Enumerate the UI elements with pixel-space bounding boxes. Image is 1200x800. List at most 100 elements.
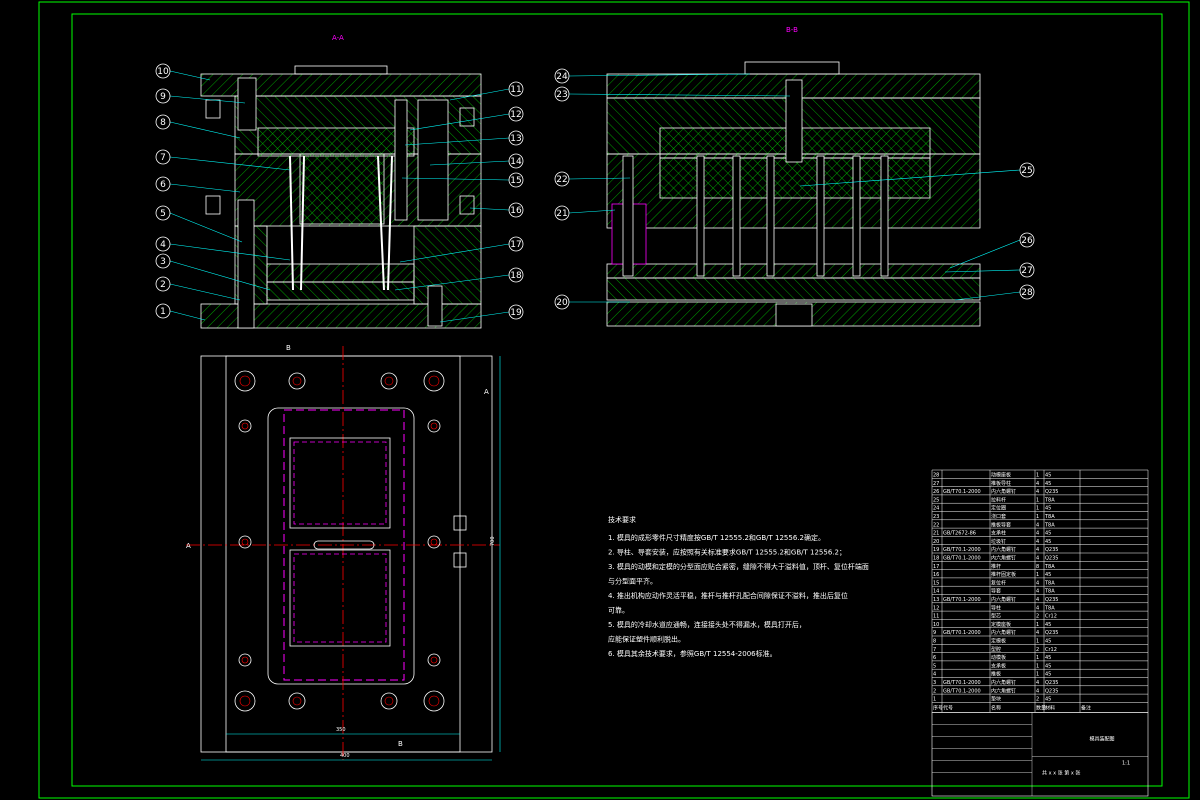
table-cell: 4 [1036, 605, 1039, 611]
callout-number: 14 [510, 157, 522, 167]
callout-balloon [508, 267, 524, 283]
b-ejector-pins [622, 155, 889, 277]
table-cell: GB/T70.1-2000 [943, 547, 981, 553]
reset-pin [394, 99, 408, 221]
table-cell: 内六角螺钉 [991, 629, 1016, 636]
cooling-nipple-3 [459, 107, 475, 127]
plan-nipple-1 [453, 515, 467, 531]
table-cell: 推板导柱 [991, 480, 1011, 487]
ejector-pin-2 [300, 155, 305, 291]
table-cell: 45 [1045, 639, 1051, 645]
table-cell: GB/T70.1-2000 [943, 680, 981, 686]
table-cell: 17 [933, 564, 939, 570]
plan-hole-inner [241, 538, 249, 546]
callout-leader [799, 169, 1021, 187]
table-cell: 动模板 [991, 654, 1006, 661]
callout-number: 21 [556, 209, 567, 219]
table-cell: 内六角螺钉 [991, 555, 1016, 562]
callout-leader [568, 73, 751, 77]
table-cell: Q235 [1045, 688, 1058, 694]
table-cell: 1 [1036, 672, 1039, 678]
tech-note-line: 与分型面平齐。 [608, 577, 657, 586]
table-header-cell: 序号 [933, 704, 943, 711]
callout-number: 23 [556, 90, 567, 100]
callout-balloon [155, 276, 171, 292]
plan-hole [238, 653, 252, 667]
table-cell: 11 [933, 614, 939, 620]
table-cell: 4 [1036, 680, 1039, 686]
table-cell: 推杆 [991, 563, 1001, 570]
table-cell: T8A [1044, 522, 1055, 528]
callout-number: 17 [510, 240, 521, 250]
table-cell: 推杆固定板 [991, 571, 1016, 578]
callout-number: 9 [160, 92, 166, 102]
plan-cavity [289, 437, 391, 529]
table-cell: 1 [1036, 655, 1039, 661]
callout-leader [169, 95, 246, 104]
callout-number: 11 [510, 85, 521, 95]
table-cell: 1 [1036, 514, 1039, 520]
table-cell: Q235 [1045, 556, 1058, 562]
callout-balloon [155, 253, 171, 269]
table-cell: 2 [933, 688, 936, 694]
callout-leader [169, 283, 241, 301]
table-cell: 4 [933, 672, 936, 678]
plan-mark-b-bottom: B [398, 740, 403, 748]
table-cell: T8A [1044, 580, 1055, 586]
table-cell: 推板导套 [991, 521, 1011, 528]
table-cell: Q235 [1045, 547, 1058, 553]
table-cell: 16 [933, 572, 939, 578]
table-cell: 45 [1045, 655, 1051, 661]
callout-number: 19 [510, 308, 522, 318]
table-cell: 45 [1045, 672, 1051, 678]
plan-view: B B A A 350 400 700 [186, 344, 501, 761]
callout-number: 8 [160, 118, 166, 128]
callout-leader [449, 88, 510, 101]
b-locating-ring [744, 61, 840, 75]
table-cell: 内六角螺钉 [991, 596, 1016, 603]
table-cell: 8 [933, 639, 936, 645]
table-cell: 定模座板 [991, 621, 1011, 628]
callout-number: 4 [160, 240, 166, 250]
table-cell: 4 [1036, 688, 1039, 694]
cooling-nipple-4 [459, 195, 475, 215]
table-cell: 45 [1045, 473, 1051, 479]
table-cell: 9 [933, 630, 936, 636]
table-cell: 4 [1036, 531, 1039, 537]
callout-number: 15 [510, 176, 521, 186]
callout-leader [568, 93, 791, 97]
callout-leader [568, 177, 631, 180]
table-cell: 1 [1036, 663, 1039, 669]
table-cell: 导套 [991, 588, 1001, 595]
plan-hole-inner [292, 696, 302, 706]
ejector-pin-4 [387, 155, 393, 291]
callout-number: 10 [157, 67, 169, 77]
table-cell: GB/T70.1-2000 [943, 630, 981, 636]
table-cell: 1 [933, 697, 936, 703]
plan-mark-a-right: A [484, 388, 489, 396]
table-cell: T8A [1044, 514, 1055, 520]
table-cell: 动模座板 [991, 472, 1011, 479]
table-cell: 24 [933, 506, 939, 512]
plan-hole [427, 419, 441, 433]
table-cell: 22 [933, 522, 939, 528]
callout-number: 22 [556, 175, 567, 185]
callout-leader [169, 183, 241, 193]
table-cell: T8A [1044, 605, 1055, 611]
table-cell: 1 [1036, 622, 1039, 628]
callout-leader [429, 160, 510, 166]
cavity-insert [257, 127, 415, 157]
table-cell: 45 [1045, 572, 1051, 578]
cooling-nipple-1 [205, 99, 221, 119]
dim-side-value: 700 [490, 536, 496, 546]
plan-hole-inner [241, 422, 249, 430]
core-insert [299, 153, 385, 225]
callout-leader [439, 311, 510, 323]
callout-leader [944, 269, 1021, 273]
callout-balloon [1019, 162, 1035, 178]
table-cell: 内六角螺钉 [991, 488, 1016, 495]
tech-notes: 技术要求 1. 模具的成形零件尺寸精度按GB/T 12555.2和GB/T 12… [608, 515, 869, 658]
table-header-cell: 代号 [943, 704, 953, 711]
